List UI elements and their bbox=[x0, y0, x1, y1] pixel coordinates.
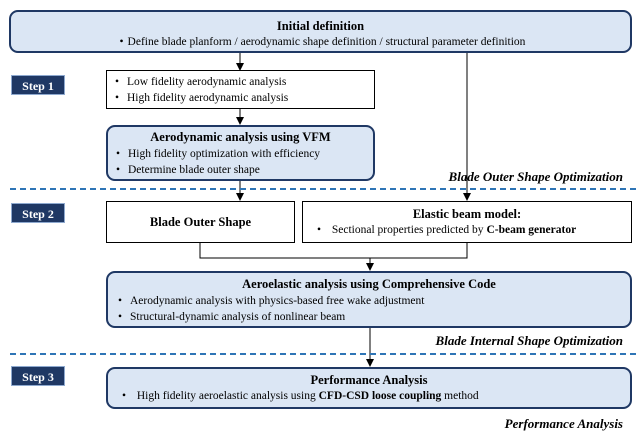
blade-outer-shape-title: Blade Outer Shape bbox=[149, 214, 252, 229]
vfm-title: Aerodynamic analysis using VFM bbox=[150, 130, 331, 144]
aeroelastic-item-structural: Structural-dynamic analysis of nonlinear… bbox=[118, 309, 630, 325]
low-fidelity-item: Low fidelity aerodynamic analysis bbox=[115, 74, 374, 90]
elastic-beam-box: Elastic beam model: Sectional properties… bbox=[302, 201, 632, 243]
vfm-item-outer-shape: Determine blade outer shape bbox=[116, 162, 373, 178]
performance-title: Performance Analysis bbox=[310, 373, 428, 387]
performance-box: Performance Analysis High fidelity aeroe… bbox=[106, 367, 632, 409]
initial-definition-box: Initial definition Define blade planform… bbox=[9, 10, 632, 53]
elastic-beam-title: Elastic beam model: bbox=[412, 207, 522, 221]
step1-badge: Step 1 bbox=[11, 75, 65, 95]
step2-badge: Step 2 bbox=[11, 203, 65, 223]
initial-definition-title: Initial definition bbox=[276, 19, 365, 33]
divider-2 bbox=[10, 353, 636, 355]
fidelity-analysis-box: Low fidelity aerodynamic analysis High f… bbox=[106, 70, 375, 109]
performance-bullet: High fidelity aeroelastic analysis using… bbox=[122, 388, 630, 404]
vfm-box: Aerodynamic analysis using VFM High fide… bbox=[106, 125, 375, 181]
initial-definition-bullet: Define blade planform / aerodynamic shap… bbox=[11, 34, 630, 51]
section-label-internal: Blade Internal Shape Optimization bbox=[435, 333, 623, 348]
aeroelastic-box: Aeroelastic analysis using Comprehensive… bbox=[106, 271, 632, 328]
high-fidelity-item: High fidelity aerodynamic analysis bbox=[115, 90, 374, 106]
aeroelastic-item-aerodynamic: Aerodynamic analysis with physics-based … bbox=[118, 293, 630, 309]
divider-1 bbox=[10, 188, 636, 190]
c-beam-generator-text: C-beam generator bbox=[486, 224, 577, 236]
vfm-item-optimization: High fidelity optimization with efficien… bbox=[116, 146, 373, 162]
step3-badge: Step 3 bbox=[11, 366, 65, 386]
elastic-beam-bullet: Sectional properties predicted by C-beam… bbox=[317, 222, 631, 238]
cfd-csd-coupling-text: CFD-CSD loose coupling bbox=[318, 390, 442, 402]
blade-outer-shape-box: Blade Outer Shape bbox=[106, 201, 295, 243]
performance-bullet-prefix: High fidelity aeroelastic analysis using bbox=[136, 390, 319, 402]
aeroelastic-title: Aeroelastic analysis using Comprehensive… bbox=[242, 277, 496, 291]
section-label-performance: Performance Analysis bbox=[504, 416, 623, 431]
merge-line bbox=[199, 242, 468, 259]
elastic-beam-bullet-text: Sectional properties predicted by bbox=[331, 224, 487, 236]
performance-bullet-suffix: method bbox=[441, 390, 479, 402]
section-label-outer: Blade Outer Shape Optimization bbox=[448, 169, 623, 184]
